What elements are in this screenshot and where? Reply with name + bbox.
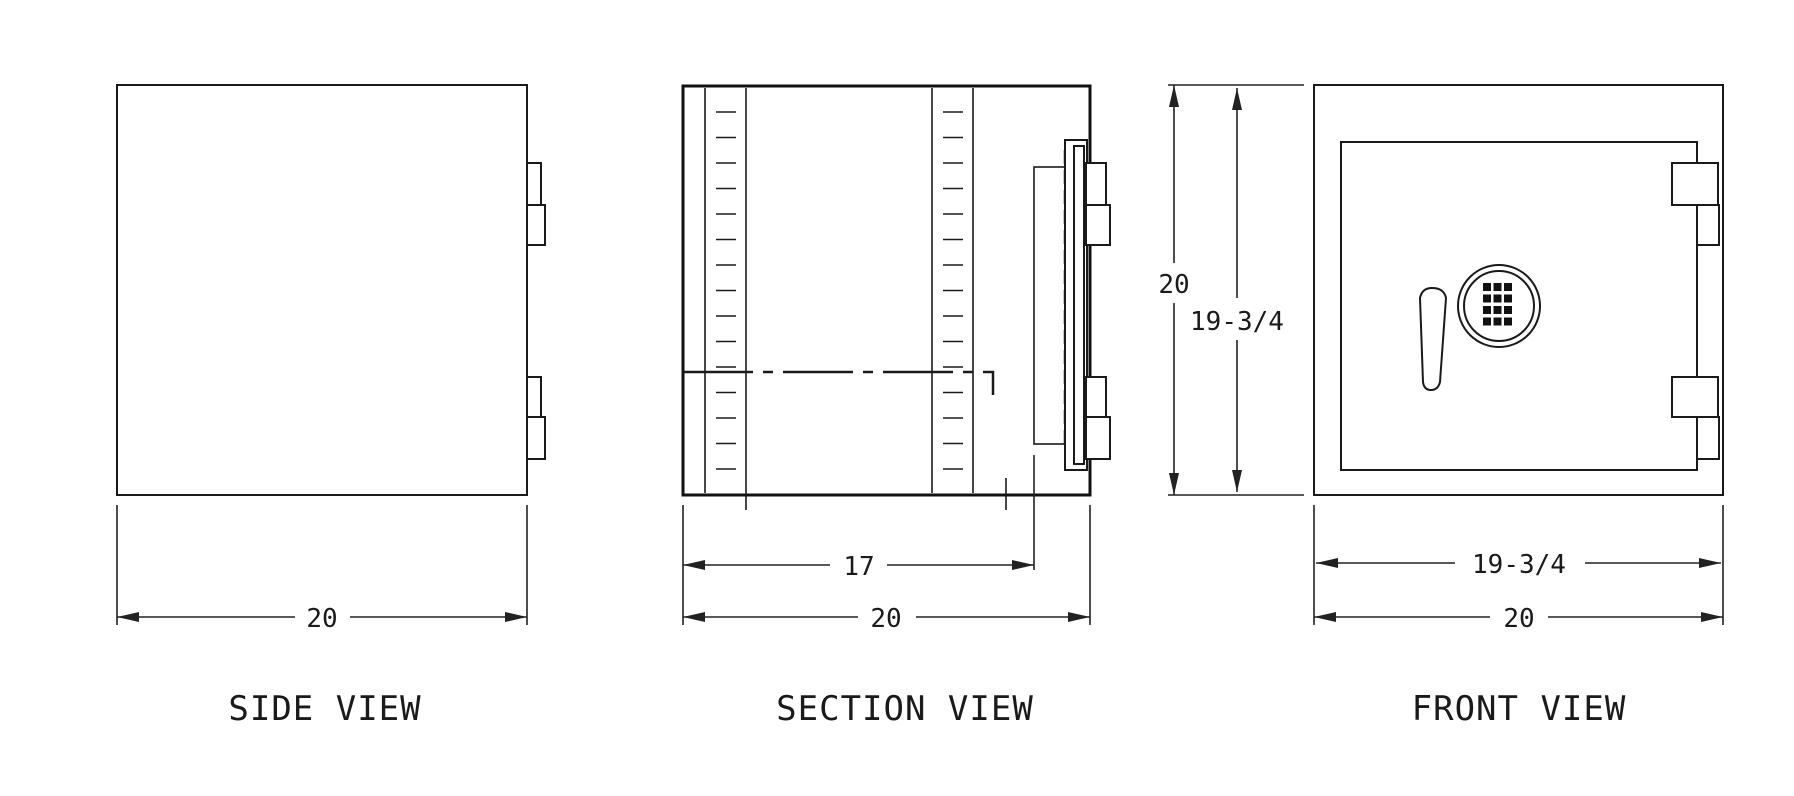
keypad-key xyxy=(1504,283,1512,291)
keypad-key xyxy=(1483,283,1491,291)
hinge-icon xyxy=(1085,162,1111,246)
front-door xyxy=(1340,141,1698,471)
hinge-icon xyxy=(526,162,546,246)
front-width-inner-label: 19-3/4 xyxy=(1472,550,1566,580)
section-width-label: 20 xyxy=(870,604,901,634)
section-view-caption: SECTION VIEW xyxy=(776,689,1034,729)
keypad-key xyxy=(1504,294,1512,303)
side-view: 20 SIDE VIEW xyxy=(116,84,546,729)
front-height-outer-label: 20 xyxy=(1158,270,1189,300)
front-view: 20 19-3/4 19-3/4 20 FRONT VIEW xyxy=(1158,84,1724,729)
side-width-dimension: 20 xyxy=(116,505,528,634)
keypad-key xyxy=(1483,294,1491,303)
handle-icon xyxy=(1418,286,1448,392)
section-width-dimension: 20 xyxy=(683,505,1091,634)
hinge-icon xyxy=(1671,162,1720,246)
keypad-icon xyxy=(1457,264,1541,348)
section-cut-line xyxy=(683,370,995,395)
side-body xyxy=(116,84,528,496)
hinge-icon xyxy=(1671,376,1720,460)
front-view-caption: FRONT VIEW xyxy=(1412,689,1627,729)
keypad-key xyxy=(1483,317,1491,326)
keypad-key xyxy=(1493,283,1502,291)
hinge-icon xyxy=(1085,376,1111,460)
keypad-key xyxy=(1483,306,1491,314)
keypad-key xyxy=(1493,317,1502,326)
front-width-outer-label: 20 xyxy=(1503,604,1534,634)
hinge-icon xyxy=(526,376,546,460)
keypad-key xyxy=(1504,306,1512,314)
side-view-caption: SIDE VIEW xyxy=(228,689,421,729)
front-height-inner-label: 19-3/4 xyxy=(1190,307,1284,337)
section-view: 17 20 SECTION VIEW xyxy=(681,84,1111,729)
shelf-rack-ticks xyxy=(716,111,963,470)
front-height-dimensions: 20 19-3/4 xyxy=(1158,84,1304,496)
section-body xyxy=(681,84,1092,497)
keypad-key xyxy=(1493,306,1502,314)
keypad-key xyxy=(1493,294,1502,303)
keypad-key xyxy=(1504,317,1512,326)
front-body xyxy=(1313,84,1724,496)
front-width-dimensions: 19-3/4 20 xyxy=(1313,505,1724,634)
section-depth-label: 17 xyxy=(843,552,874,582)
section-depth-dimension: 17 xyxy=(682,455,1035,625)
side-width-label: 20 xyxy=(306,604,337,634)
